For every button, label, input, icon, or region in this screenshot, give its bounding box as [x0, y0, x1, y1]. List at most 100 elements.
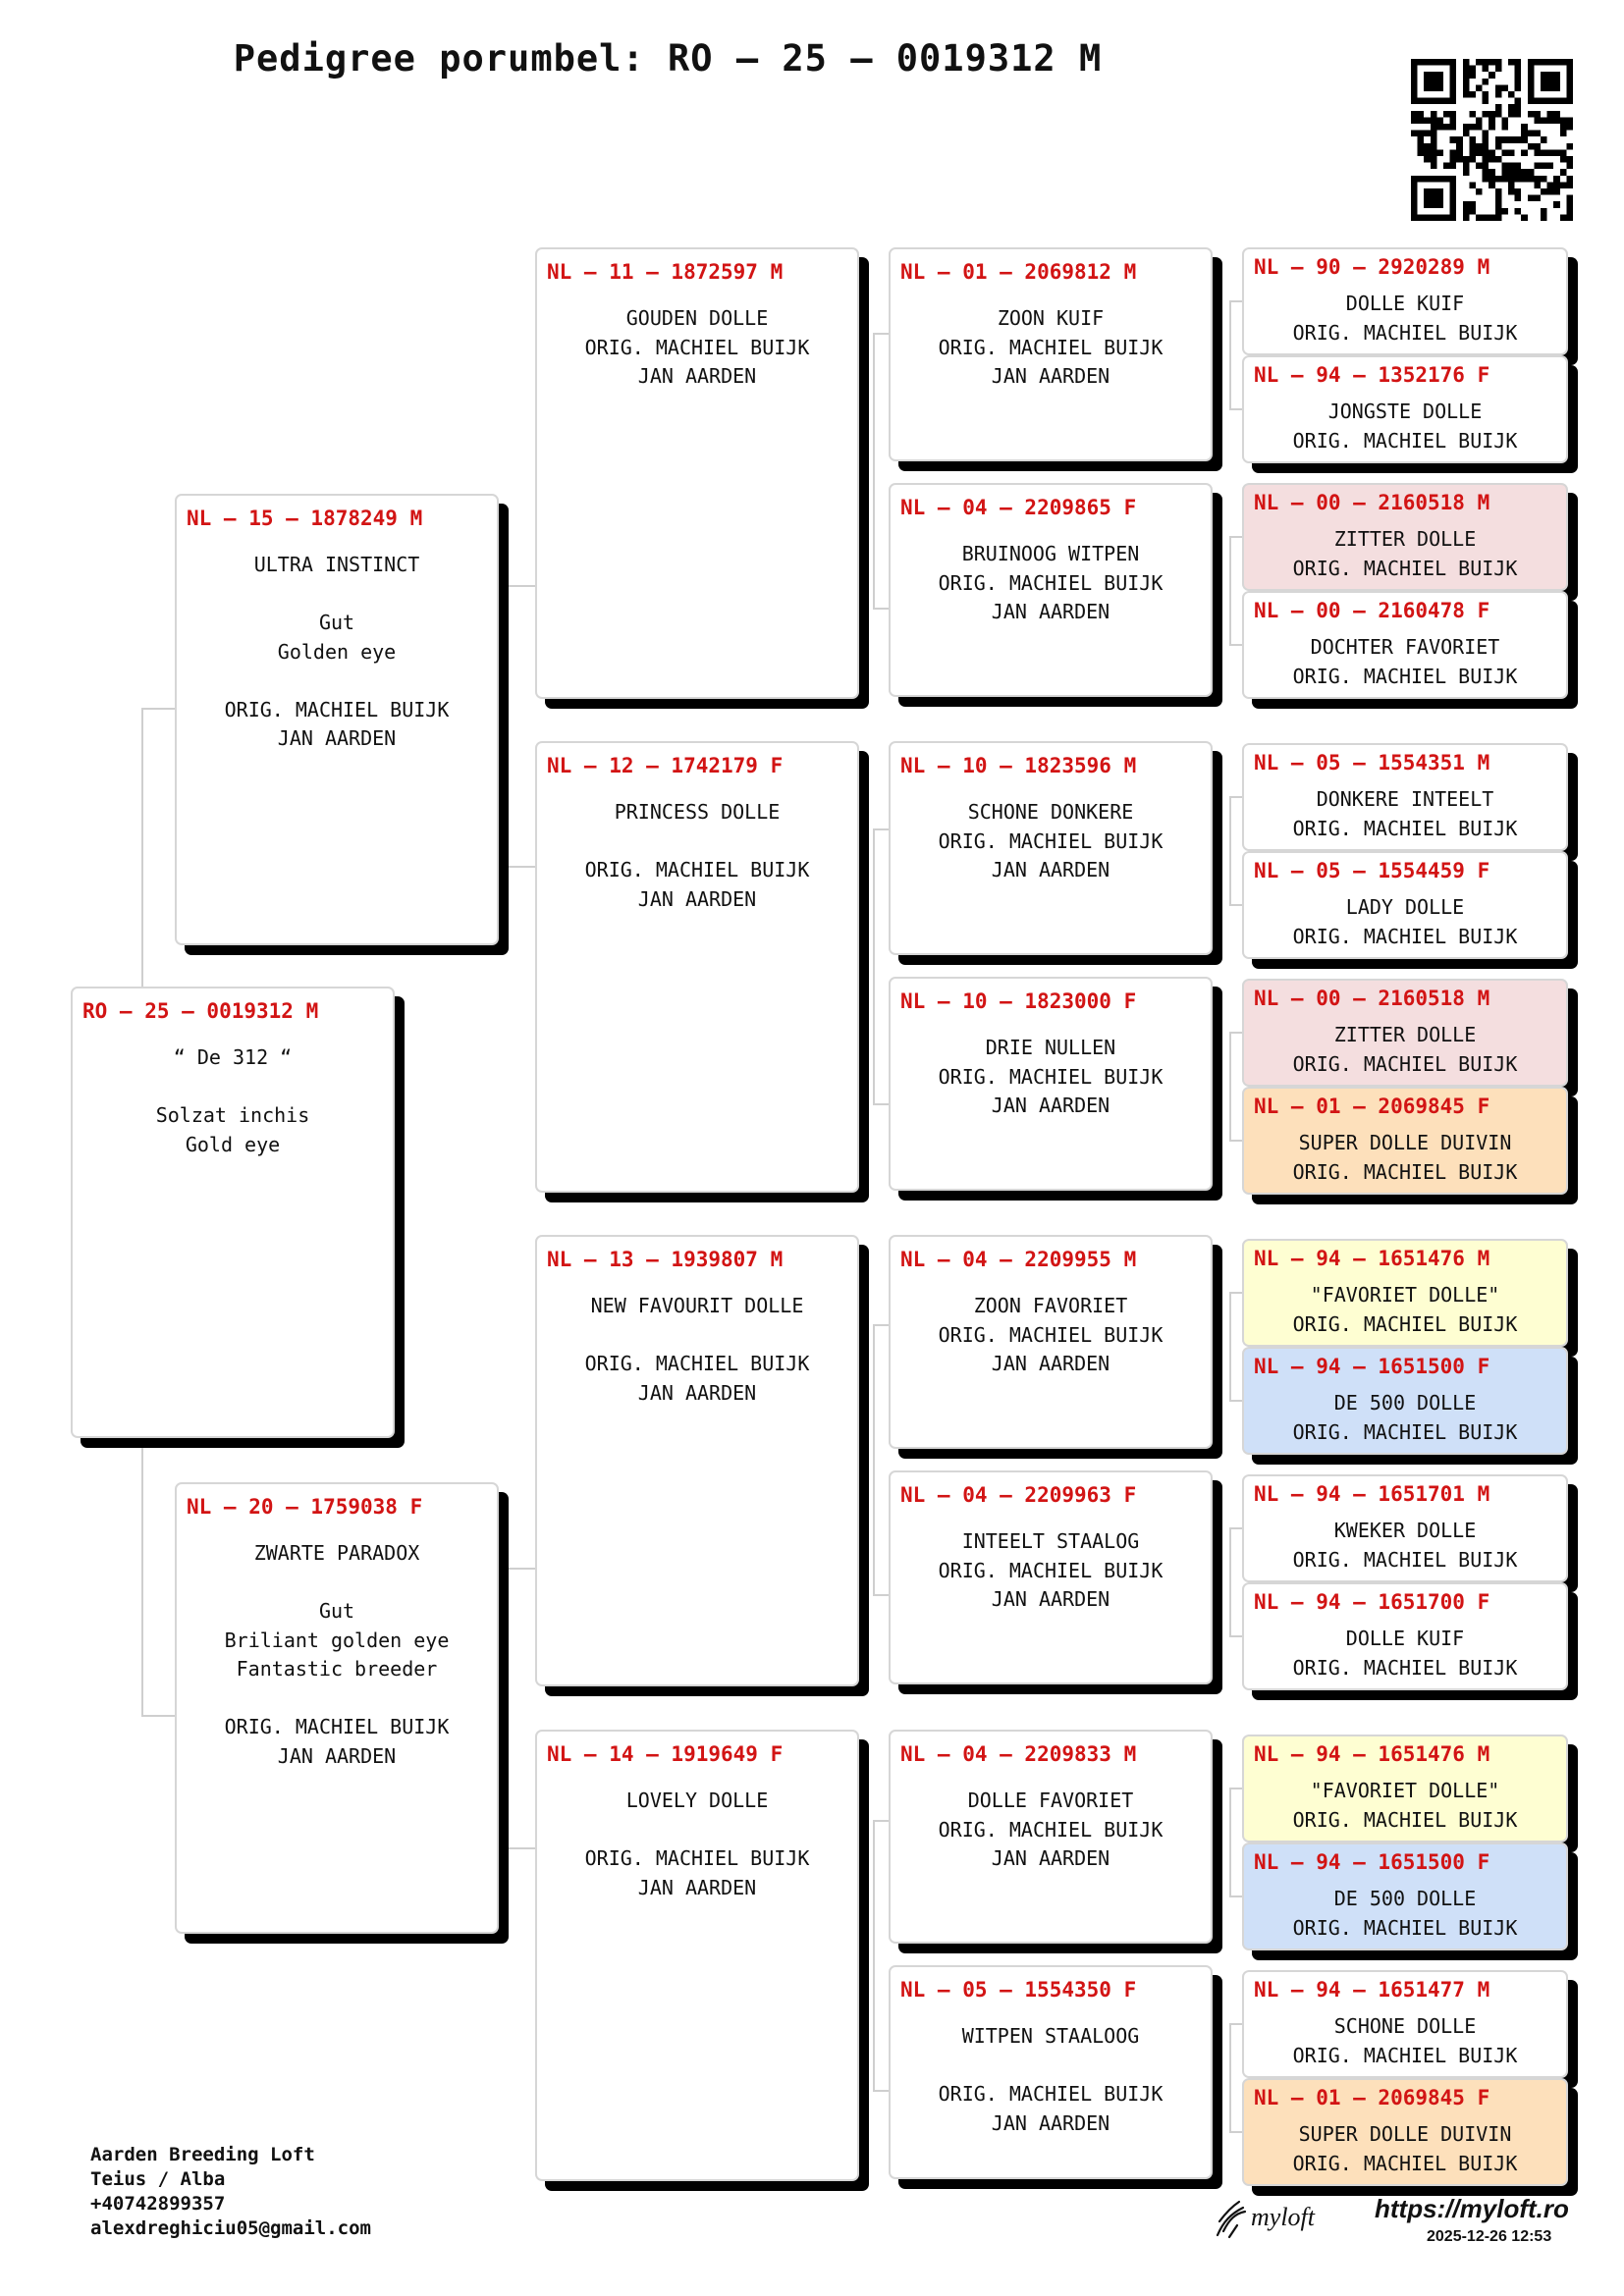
ring-number: NL – 04 – 2209963 F: [900, 1483, 1137, 1507]
detail-line: ORIG. MACHIEL BUIJK: [584, 1846, 810, 1870]
detail-line: INTEELT STAALOG: [961, 1529, 1140, 1553]
pedigree-card-g4-13[interactable]: NL – 94 – 1651476 M "FAVORIET DOLLE"ORIG…: [1242, 1735, 1568, 1842]
pedigree-card-g3-8[interactable]: NL – 05 – 1554350 F WITPEN STAALOOG ORIG…: [889, 1965, 1213, 2179]
detail-line: ORIG. MACHIEL BUIJK: [584, 1352, 810, 1375]
detail-line: ORIG. MACHIEL BUIJK: [1292, 1547, 1518, 1572]
detail-line: ORIG. MACHIEL BUIJK: [1292, 816, 1518, 840]
detail-line: ORIG. MACHIEL BUIJK: [938, 2082, 1164, 2106]
ring-number: NL – 01 – 2069845 F: [1254, 2086, 1490, 2109]
detail-line: “ De 312 “: [173, 1045, 293, 1069]
ring-number: NL – 04 – 2209833 M: [900, 1742, 1137, 1766]
detail-line: [177, 580, 497, 610]
detail-line: ORIG. MACHIEL BUIJK: [1292, 1311, 1518, 1336]
detail-line: JAN AARDEN: [991, 2110, 1110, 2135]
ring-number: NL – 01 – 2069812 M: [900, 260, 1137, 284]
detail-line: SUPER DOLLE DUIVIN: [1298, 2122, 1512, 2146]
ring-number: NL – 94 – 1651700 F: [1254, 1590, 1490, 1614]
detail-line: DOLLE KUIF: [1345, 1627, 1465, 1650]
detail-line: JAN AARDEN: [991, 1094, 1110, 1117]
detail-line: "FAVORIET DOLLE": [1310, 1283, 1500, 1307]
qr-code-icon: [1411, 59, 1573, 221]
detail-line: [73, 1073, 393, 1102]
detail-line: GOUDEN DOLLE: [625, 306, 769, 330]
detail-line: Briliant golden eye: [224, 1628, 450, 1652]
pedigree-card-subject[interactable]: RO – 25 – 0019312 M “ De 312 “ Solzat in…: [71, 987, 395, 1438]
detail-line: DE 500 DOLLE: [1333, 1391, 1477, 1415]
detail-line: ORIG. MACHIEL BUIJK: [938, 570, 1164, 595]
detail-line: "FAVORIET DOLLE": [1310, 1779, 1500, 1802]
ring-number: NL – 14 – 1919649 F: [547, 1742, 784, 1766]
detail-line: JAN AARDEN: [637, 1380, 757, 1405]
pedigree-card-g2-4[interactable]: NL – 14 – 1919649 F LOVELY DOLLE ORIG. M…: [535, 1730, 859, 2181]
website-link[interactable]: https://myloft.ro: [1375, 2194, 1569, 2223]
detail-line: ORIG. MACHIEL BUIJK: [938, 1558, 1164, 1582]
ring-number: NL – 15 – 1878249 M: [187, 507, 423, 530]
ring-number: NL – 94 – 1651476 M: [1254, 1247, 1490, 1270]
pedigree-card-g2-3[interactable]: NL – 13 – 1939807 M NEW FAVOURIT DOLLE O…: [535, 1235, 859, 1686]
detail-line: ORIG. MACHIEL BUIJK: [938, 828, 1164, 853]
myloft-logo-text: myloft: [1251, 2203, 1316, 2231]
ring-number: NL – 05 – 1554350 F: [900, 1978, 1137, 2002]
detail-line: Golden eye: [277, 639, 397, 664]
ring-number: NL – 10 – 1823000 F: [900, 989, 1137, 1013]
pedigree-card-g2-2[interactable]: NL – 12 – 1742179 F PRINCESS DOLLE ORIG.…: [535, 741, 859, 1193]
detail-line: ORIG. MACHIEL BUIJK: [1292, 428, 1518, 453]
detail-line: ZITTER DOLLE: [1333, 527, 1477, 551]
breeder-contact: Aarden Breeding Loft Teius / Alba +40742…: [90, 2143, 371, 2241]
detail-line: ORIG. MACHIEL BUIJK: [1292, 1051, 1518, 1076]
detail-line: [537, 1321, 857, 1351]
pedigree-card-g3-6[interactable]: NL – 04 – 2209963 F INTEELT STAALOG ORIG.…: [889, 1470, 1213, 1684]
ring-number: NL – 94 – 1651500 F: [1254, 1355, 1490, 1378]
detail-line: ZOON FAVORIET: [973, 1294, 1128, 1317]
detail-line: [537, 828, 857, 857]
pedigree-card-g4-9[interactable]: NL – 94 – 1651476 M "FAVORIET DOLLE" ORIG…: [1242, 1239, 1568, 1347]
ring-number: NL – 04 – 2209865 F: [900, 496, 1137, 519]
ring-number: NL – 00 – 2160518 M: [1254, 987, 1490, 1010]
bird-details: "FAVORIET DOLLE" ORIG. MACHIEL BUIJK: [1244, 1281, 1566, 1339]
detail-line: JAN AARDEN: [991, 600, 1110, 623]
detail-line: JONGSTE DOLLE: [1327, 400, 1483, 423]
detail-line: ORIG. MACHIEL BUIJK: [1292, 1159, 1518, 1184]
detail-line: ORIG. MACHIEL BUIJK: [1292, 320, 1518, 345]
loft-location: Teius / Alba: [90, 2168, 226, 2190]
detail-line: SCHONE DONKERE: [967, 800, 1134, 824]
